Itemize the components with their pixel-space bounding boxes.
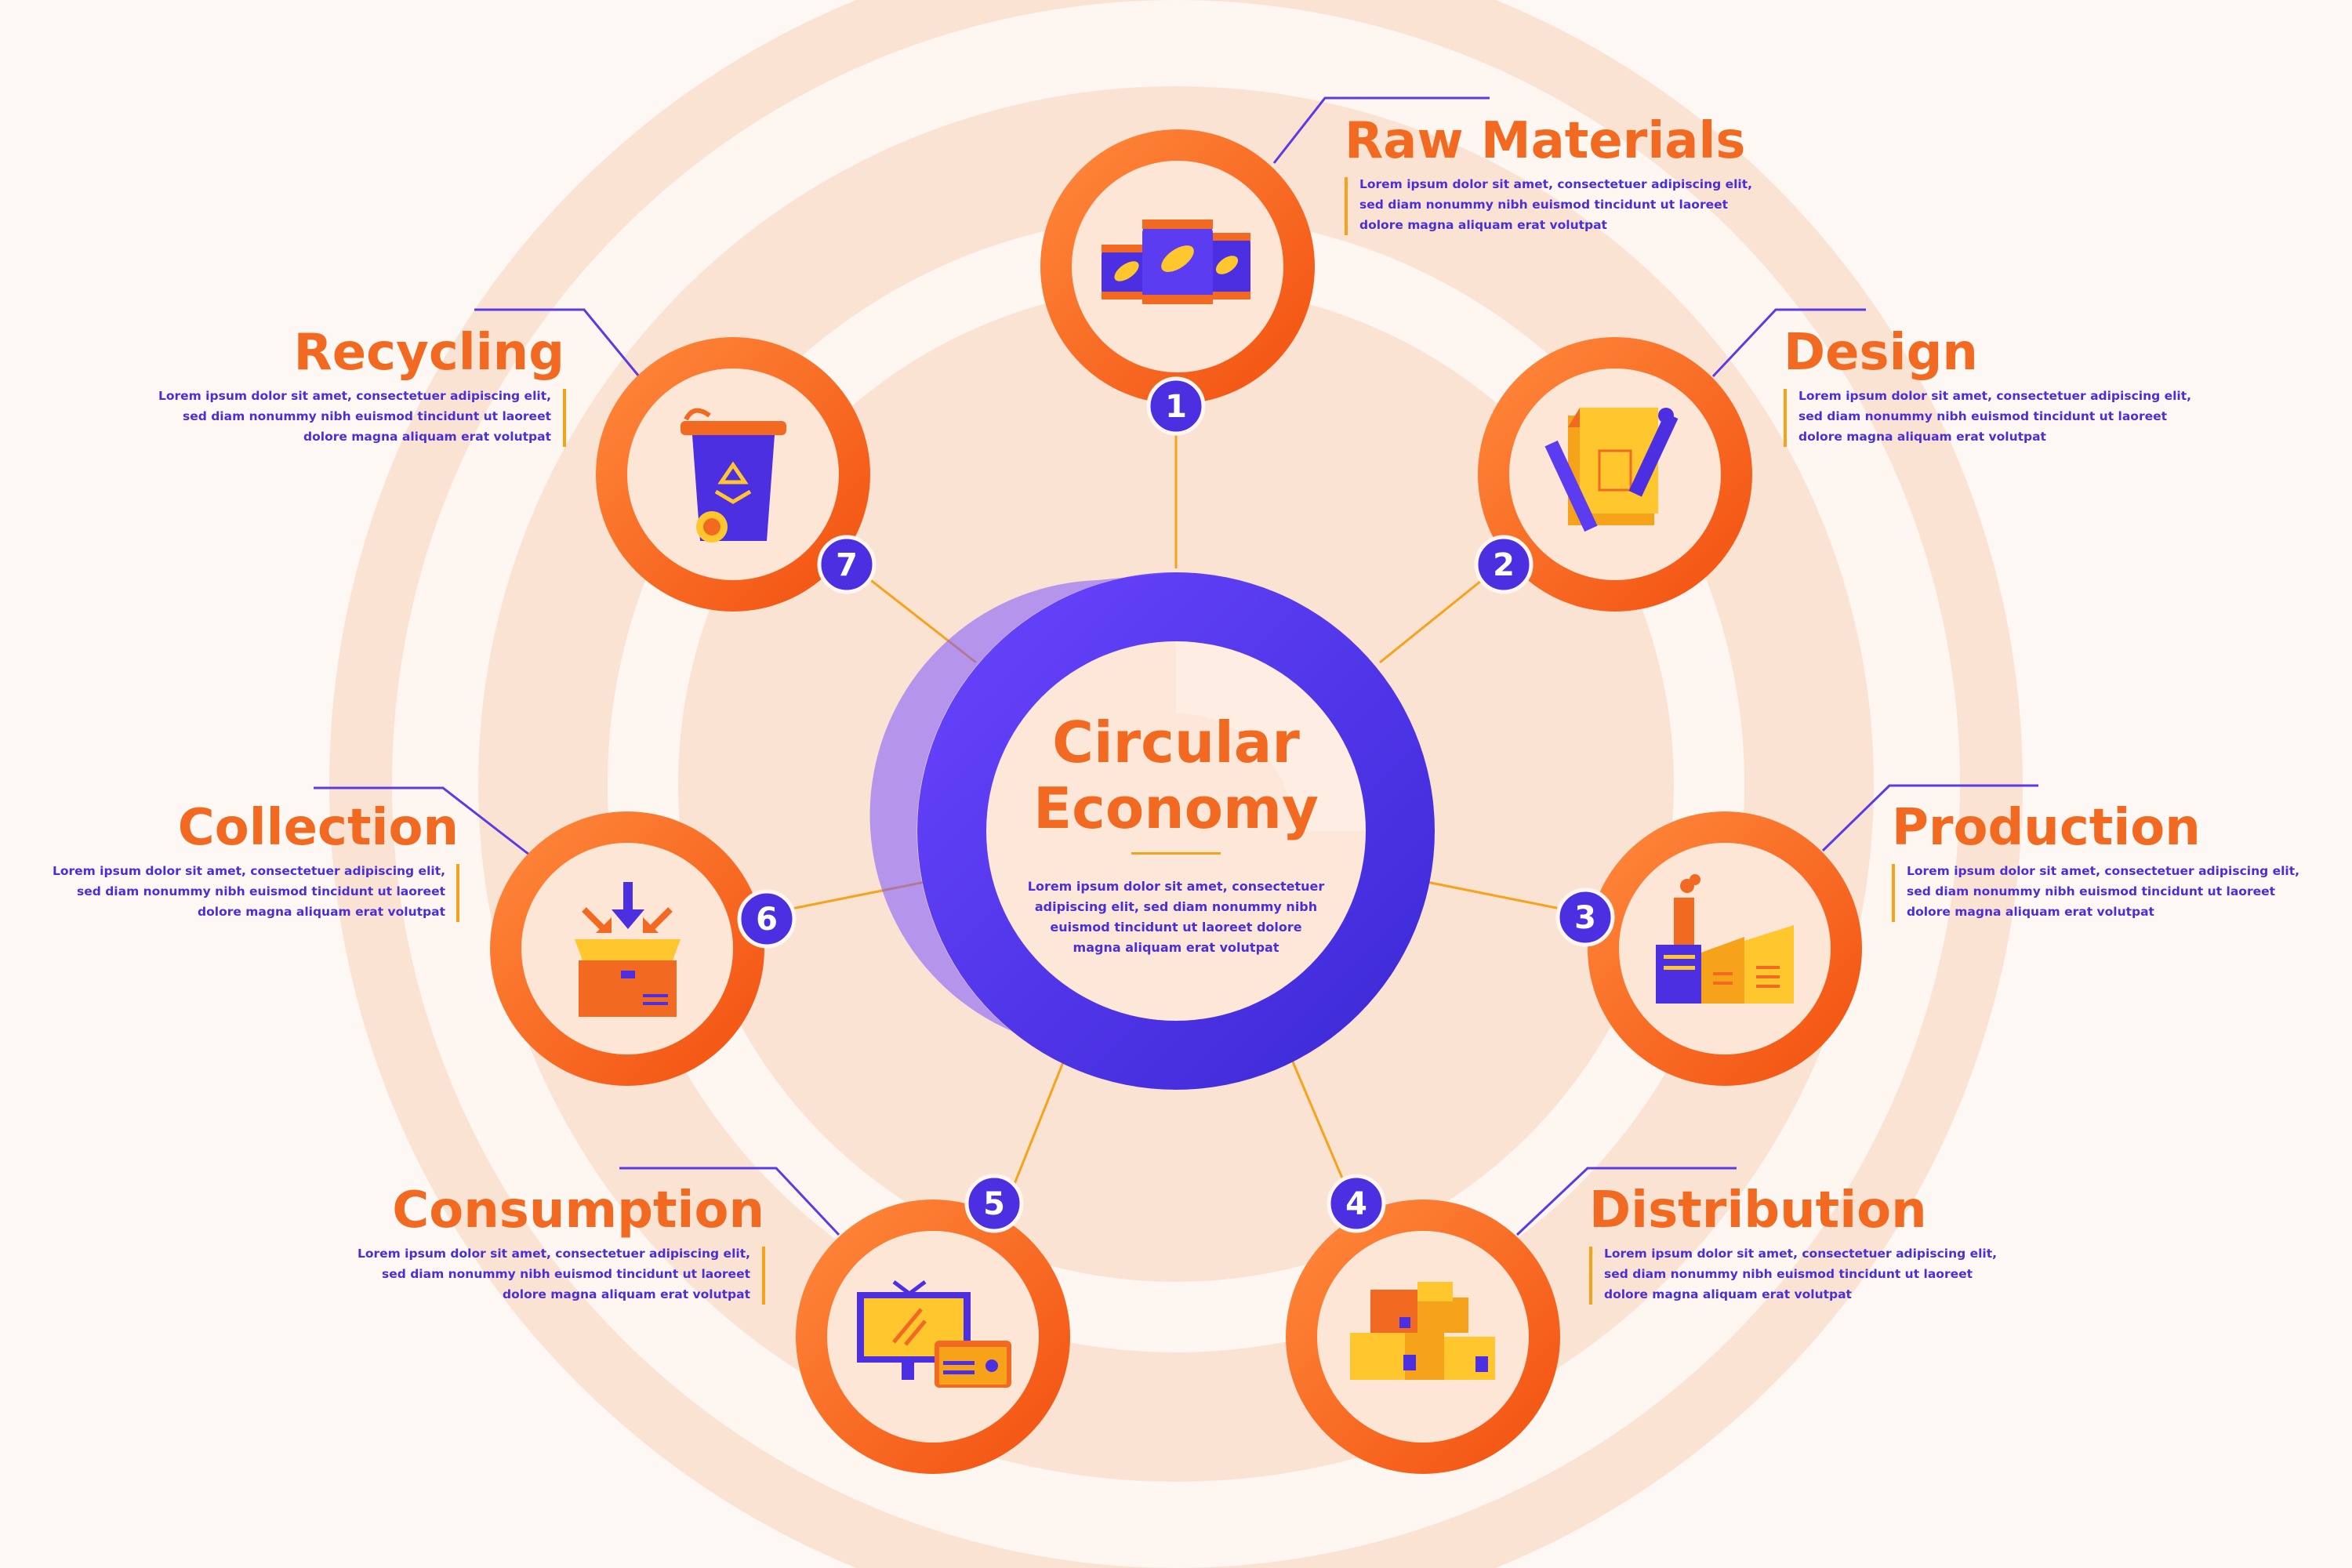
accent-bar	[1784, 389, 1787, 447]
center-desc-line: magna aliquam erat volutpat	[1073, 940, 1279, 955]
desc-line: dolore magna aliquam erat volutpat	[198, 905, 445, 919]
desc-line: Lorem ipsum dolor sit amet, consectetuer…	[158, 389, 551, 403]
desc-line: Lorem ipsum dolor sit amet, consectetuer…	[1359, 177, 1753, 191]
step-desc-consumption: Lorem ipsum dolor sit amet, consectetuer…	[311, 1243, 750, 1305]
step-desc-recycling: Lorem ipsum dolor sit amet, consectetuer…	[112, 386, 551, 447]
step-desc-design: Lorem ipsum dolor sit amet, consectetuer…	[1798, 386, 2238, 447]
step-title-collection: Collection	[177, 799, 459, 857]
step-desc-raw-materials: Lorem ipsum dolor sit amet, consectetuer…	[1359, 174, 1798, 235]
center-title: Circular Economy	[941, 710, 1411, 841]
desc-line: dolore magna aliquam erat volutpat	[303, 430, 551, 444]
leader-lines	[314, 96, 2038, 1236]
step-title-recycling: Recycling	[293, 324, 564, 382]
desc-line: Lorem ipsum dolor sit amet, consectetuer…	[357, 1247, 750, 1261]
badge-number-6: 6	[756, 902, 778, 938]
badge-number-1: 1	[1165, 389, 1187, 425]
central-hub	[869, 572, 1435, 1090]
desc-line: Lorem ipsum dolor sit amet, consectetuer…	[1604, 1247, 1998, 1261]
center-desc-line: Lorem ipsum dolor sit amet, consectetuer	[1027, 879, 1325, 894]
factory-icon	[1656, 874, 1794, 1004]
node-collection	[490, 811, 764, 1086]
number-badges	[737, 376, 1615, 1233]
desc-line: sed diam nonummy nibh euismod tincidunt …	[76, 884, 445, 898]
center-title-line-2: Economy	[1033, 775, 1319, 841]
node-recycling	[596, 337, 870, 612]
cans-icon	[1102, 220, 1250, 304]
center-title-line-1: Circular	[1052, 710, 1300, 775]
node-production	[1588, 811, 1862, 1086]
step-title-production: Production	[1892, 799, 2201, 857]
badge-number-4: 4	[1345, 1186, 1367, 1222]
step-desc-production: Lorem ipsum dolor sit amet, consectetuer…	[1907, 861, 2346, 922]
desc-line: dolore magna aliquam erat volutpat	[1798, 430, 2046, 444]
node-raw-materials	[1040, 129, 1315, 404]
center-desc-line: euismod tincidunt ut laoreet dolore	[1050, 920, 1302, 935]
desc-line: sed diam nonummy nibh euismod tincidunt …	[1798, 409, 2168, 423]
desc-line: dolore magna aliquam erat volutpat	[1604, 1287, 1852, 1301]
center-desc-line: adipiscing elit, sed diam nonummy nibh	[1034, 899, 1318, 914]
desc-line: sed diam nonummy nibh euismod tincidunt …	[1359, 198, 1729, 212]
accent-bar	[1892, 864, 1895, 922]
accent-bar	[563, 389, 566, 447]
accent-bar	[456, 864, 459, 922]
desc-line: dolore magna aliquam erat volutpat	[1359, 218, 1607, 232]
box-arrows-icon	[575, 882, 681, 1017]
desc-line: sed diam nonummy nibh euismod tincidunt …	[1604, 1267, 1973, 1281]
badge-number-7: 7	[836, 547, 858, 583]
desc-line: sed diam nonummy nibh euismod tincidunt …	[1907, 884, 2276, 898]
accent-bar	[1345, 177, 1348, 235]
accent-bar	[1589, 1247, 1592, 1305]
accent-bar	[762, 1247, 765, 1305]
desc-line: dolore magna aliquam erat volutpat	[1907, 905, 2154, 919]
badge-number-2: 2	[1493, 547, 1515, 583]
desc-line: sed diam nonummy nibh euismod tincidunt …	[381, 1267, 750, 1281]
node-consumption	[796, 1200, 1070, 1474]
badge-number-5: 5	[983, 1186, 1005, 1222]
node-distribution	[1286, 1200, 1560, 1474]
boxes-icon	[1350, 1282, 1495, 1380]
badge-number-3: 3	[1574, 900, 1596, 936]
step-title-consumption: Consumption	[392, 1181, 764, 1240]
tv-radio-icon	[857, 1280, 1011, 1388]
node-design	[1478, 337, 1752, 612]
center-description: Lorem ipsum dolor sit amet, consectetuer…	[980, 877, 1372, 958]
step-title-distribution: Distribution	[1589, 1181, 1927, 1240]
desc-line: Lorem ipsum dolor sit amet, consectetuer…	[1798, 389, 2192, 403]
step-desc-collection: Lorem ipsum dolor sit amet, consectetuer…	[6, 861, 445, 922]
recycle-bin-icon	[681, 408, 786, 543]
blueprint-pencil-icon	[1544, 408, 1679, 532]
number-badge-labels: 1 2 3 4 5 6 7	[756, 389, 1596, 1222]
desc-line: sed diam nonummy nibh euismod tincidunt …	[182, 409, 551, 423]
step-desc-distribution: Lorem ipsum dolor sit amet, consectetuer…	[1604, 1243, 2043, 1305]
center-divider	[1131, 852, 1221, 855]
desc-line: Lorem ipsum dolor sit amet, consectetuer…	[52, 864, 445, 878]
desc-line: dolore magna aliquam erat volutpat	[503, 1287, 750, 1301]
step-title-design: Design	[1784, 324, 1978, 382]
desc-line: Lorem ipsum dolor sit amet, consectetuer…	[1907, 864, 2300, 878]
step-title-raw-materials: Raw Materials	[1345, 112, 1746, 170]
